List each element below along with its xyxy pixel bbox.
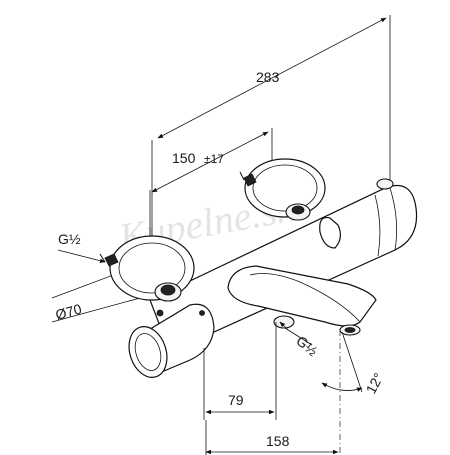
label-center-tolerance: ±17 (204, 152, 224, 166)
label-depth-inlet: 79 (228, 392, 244, 408)
label-thread-outlet: G½ (293, 332, 321, 359)
dimension-depth-inlet: 79 (205, 392, 275, 415)
wall-bracket-right (239, 158, 326, 221)
dimension-center-distance: 150 ±17 (149, 128, 273, 248)
dimension-angle: 12° (321, 331, 387, 396)
label-angle: 12° (363, 370, 387, 396)
dimension-thread-outlet: G½ (279, 321, 321, 359)
label-depth-spout: 158 (266, 433, 290, 449)
label-thread-inlet: G½ (58, 231, 81, 247)
thermostat-body (149, 178, 418, 353)
label-overall-width: 283 (256, 69, 280, 85)
temperature-handle (128, 303, 215, 378)
label-diameter: Ø70 (54, 301, 84, 323)
dimension-thread-inlet: G½ (57, 231, 106, 263)
dimension-depth-spout: 158 (205, 420, 339, 455)
wall-bracket-left (99, 235, 195, 302)
spout (227, 265, 377, 336)
label-center-distance: 150 (172, 150, 196, 166)
